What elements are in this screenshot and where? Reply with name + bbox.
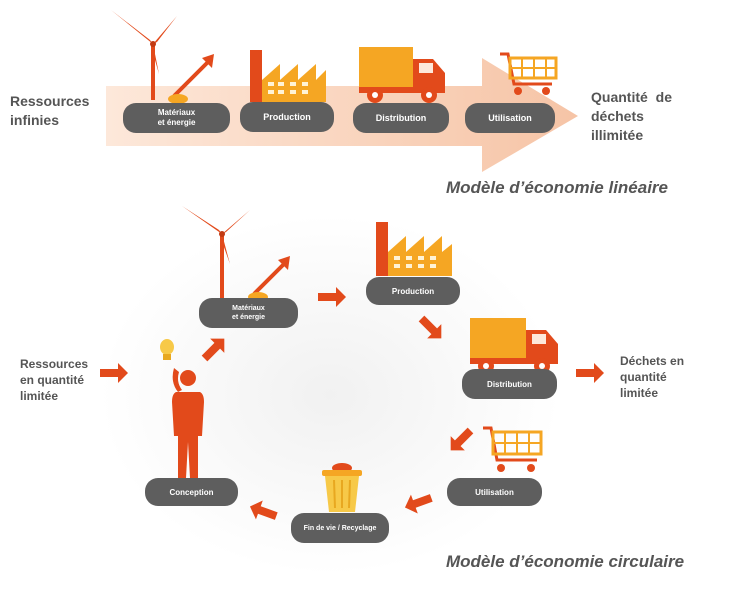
flow-arrow (404, 494, 433, 514)
flow-arrow (100, 363, 128, 383)
flow-arrow (249, 500, 278, 520)
circular-model-caption: Modèle d’économie circulaire (446, 552, 685, 571)
circular-stage-production: Production (366, 277, 460, 305)
stage-label: Production (391, 286, 435, 296)
label-line: limitée (620, 386, 659, 400)
label-line: en quantité (20, 373, 85, 387)
stage-label: et énergie (231, 314, 266, 321)
label-line: Quantité de (591, 89, 673, 105)
circular-stage-conception: Conception (145, 478, 238, 506)
stage-label: et énergie (157, 118, 196, 127)
truck-icon (359, 47, 445, 103)
stage-label: Utilisation (475, 487, 514, 497)
shopping-cart-icon (500, 52, 558, 95)
factory-icon (250, 50, 326, 102)
linear-stage-production: Production (240, 102, 334, 132)
shovel-icon (248, 256, 290, 302)
stage-label: Distribution (487, 379, 532, 389)
flow-arrow (201, 338, 225, 362)
flow-arrow (318, 287, 346, 307)
flow-arrow (450, 427, 474, 451)
wind-turbine-icon (111, 10, 177, 100)
thinking-person-icon (172, 368, 204, 478)
circular-left-label: Ressources en quantité limitée (20, 356, 88, 404)
label-line: Ressources (10, 93, 90, 109)
linear-right-label: Quantité de déchets illimitée (591, 88, 672, 145)
factory-icon (376, 222, 452, 276)
circular-stage-materials: Matériaux et énergie (199, 298, 298, 328)
shovel-icon (168, 54, 214, 104)
lightbulb-icon (160, 339, 174, 360)
label-line: illimitée (591, 127, 644, 143)
stage-label: Matériaux (232, 305, 265, 312)
circular-right-label: Déchets en quantité limitée (620, 353, 684, 401)
stage-label: Distribution (375, 113, 427, 123)
label-line: Ressources (20, 357, 89, 371)
label-line: déchets (591, 108, 644, 124)
circular-stage-end-of-life: Fin de vie / Recyclage (291, 513, 389, 543)
trash-bin-icon (322, 463, 362, 512)
flow-arrow (576, 363, 604, 383)
stage-label: Conception (169, 487, 214, 497)
linear-stage-utilisation: Utilisation (465, 103, 555, 133)
stage-label: Matériaux (157, 108, 196, 117)
label-line: infinies (10, 112, 60, 128)
circular-stage-distribution: Distribution (462, 369, 557, 399)
linear-flow-arrow (106, 58, 578, 172)
linear-stage-materials: Matériaux et énergie (123, 103, 230, 133)
linear-model-caption: Modèle d’économie linéaire (446, 178, 669, 197)
linear-left-label: Ressources infinies (10, 92, 89, 130)
truck-icon (470, 318, 558, 374)
stage-label: Production (263, 112, 311, 122)
label-line: quantité (620, 370, 667, 384)
circular-stage-utilisation: Utilisation (447, 478, 542, 506)
shopping-cart-icon (483, 426, 543, 472)
stage-label: Utilisation (488, 113, 532, 123)
label-line: Déchets en (620, 354, 685, 368)
flow-arrow (418, 315, 442, 339)
wind-turbine-icon (182, 206, 250, 298)
label-line: limitée (20, 389, 59, 403)
stage-label: Fin de vie / Recyclage (303, 524, 377, 532)
linear-stage-distribution: Distribution (353, 103, 449, 133)
